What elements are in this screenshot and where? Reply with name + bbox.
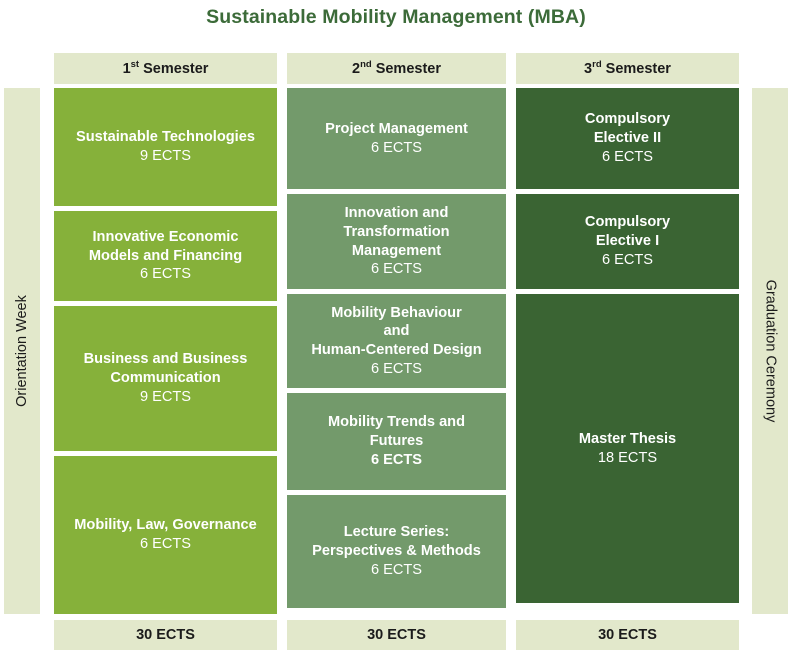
semester-1-header: 1st Semester <box>54 53 277 84</box>
module-ects: 6 ECTS <box>370 561 423 578</box>
graduation-ceremony-label: Graduation Ceremony <box>762 279 779 423</box>
ordinal-suffix: nd <box>360 58 372 70</box>
module-ects: 6 ECTS <box>601 148 654 165</box>
module-ects: 6 ECTS <box>370 451 423 468</box>
module-title: Mobility, Law, Governance <box>74 517 257 534</box>
semester-3-header-text: 3rd Semester <box>584 58 671 77</box>
module-ects: 18 ECTS <box>597 449 658 466</box>
module-ects: 9 ECTS <box>139 388 192 405</box>
module-ects: 6 ECTS <box>370 261 423 278</box>
orientation-week-label: Orientation Week <box>14 295 31 407</box>
module-title: Lecture Series:Perspectives & Methods <box>312 524 481 560</box>
orientation-week-panel: Orientation Week <box>4 88 40 614</box>
semester-1-total: 30 ECTS <box>54 620 277 650</box>
ordinal-suffix: st <box>130 58 140 70</box>
semester-1-header-text: 1st Semester <box>122 58 209 77</box>
page-title: Sustainable Mobility Management (MBA) <box>206 6 586 28</box>
module-ects: 6 ECTS <box>139 536 192 552</box>
module-box: Sustainable Technologies 9 ECTS <box>54 88 277 206</box>
semester-2-header: 2nd Semester <box>287 53 506 84</box>
ordinal-suffix: rd <box>592 58 602 70</box>
module-ects: 6 ECTS <box>601 251 654 268</box>
module-box: Master Thesis 18 ECTS <box>516 294 739 603</box>
semester-3-header: 3rd Semester <box>516 53 739 84</box>
semester-3-total: 30 ECTS <box>516 620 739 650</box>
graduation-ceremony-panel: Graduation Ceremony <box>752 88 788 614</box>
module-title: Master Thesis <box>578 430 677 447</box>
module-title: Sustainable Technologies <box>76 129 255 146</box>
module-ects: 6 ECTS <box>139 266 192 283</box>
module-ects: 9 ECTS <box>139 148 192 164</box>
semester-2-header-text: 2nd Semester <box>351 58 441 77</box>
semester-1-modules: Sustainable Technologies 9 ECTS Innovative… <box>54 88 277 614</box>
module-ects: 6 ECTS <box>370 139 423 156</box>
semester-2-total: 30 ECTS <box>287 620 506 650</box>
module-box: Project Management 6 ECTS <box>287 88 506 189</box>
module-ects: 6 ECTS <box>370 360 423 377</box>
module-title: Project Management <box>325 120 468 137</box>
module-box: Mobility, Law, Governance 6 ECTS <box>54 456 277 614</box>
